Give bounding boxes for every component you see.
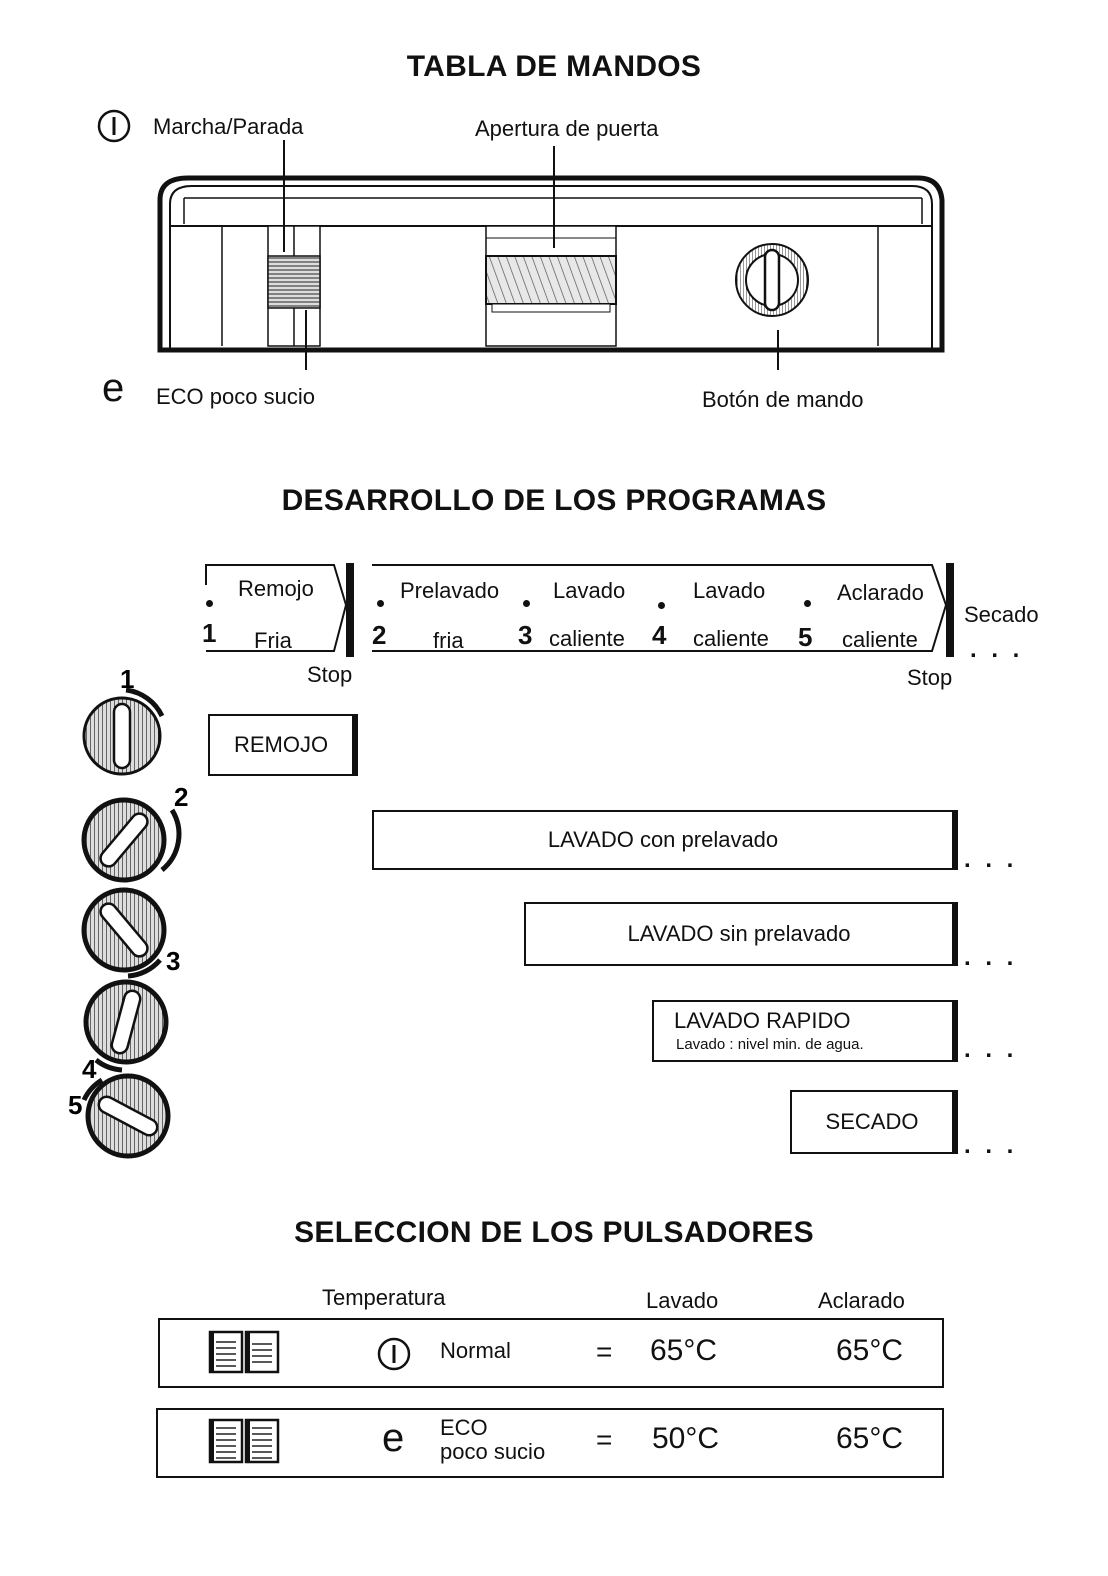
- stop-label-1: Stop: [307, 662, 353, 687]
- eco-symbol: e: [102, 366, 125, 410]
- step-top-5: Aclarado: [837, 580, 924, 605]
- step-dot-5: [804, 600, 811, 607]
- program-box-secado: SECADO: [790, 1090, 958, 1154]
- knob-5-icon: 5: [68, 1073, 171, 1159]
- table-row: [156, 1408, 944, 1478]
- mode-eco: ECO: [440, 1415, 488, 1440]
- stop-label-2: Stop: [907, 665, 953, 690]
- table-row: [158, 1318, 944, 1388]
- header-wash: Lavado: [646, 1288, 719, 1313]
- wash-temp-2: 50°C: [652, 1422, 720, 1455]
- drying-ellipsis: . . .: [970, 636, 1024, 663]
- eco-symbol-table: e: [382, 1416, 405, 1460]
- step-top-3: Lavado: [553, 578, 626, 603]
- svg-text:1: 1: [120, 664, 134, 694]
- program-rapido-sub: Lavado : nivel min. de agua.: [676, 1036, 864, 1053]
- knob-label: Botón de mando: [702, 387, 864, 412]
- step-dot-3: [523, 600, 530, 607]
- step-dot-4: [658, 602, 665, 609]
- step-bottom-1: Fria: [254, 628, 292, 653]
- step-top-1: Remojo: [238, 576, 314, 601]
- step-dot-1: [206, 600, 213, 607]
- step-bottom-5: caliente: [842, 627, 918, 652]
- knob-2-icon: 2: [81, 782, 188, 883]
- wash-temp-1: 65°C: [650, 1334, 718, 1367]
- ellipsis-3: . . .: [964, 944, 1018, 971]
- power-icon: [97, 109, 131, 143]
- buttons-title: SELECCION DE LOS PULSADORES: [294, 1216, 814, 1249]
- mode-eco-sub: poco sucio: [440, 1439, 546, 1464]
- program-knobs: 1 2 3 4 5: [68, 664, 188, 1159]
- program-box-remojo: REMOJO: [208, 714, 358, 776]
- step-bottom-4: caliente: [693, 626, 769, 651]
- program-box-lavado-prelavado: LAVADO con prelavado: [372, 810, 958, 870]
- step-top-4: Lavado: [693, 578, 766, 603]
- svg-text:4: 4: [82, 1054, 97, 1084]
- step-num-5: 5: [798, 622, 813, 652]
- rinse-temp-1: 65°C: [836, 1334, 904, 1367]
- drying-label: Secado: [964, 602, 1039, 627]
- power-icon: [377, 1337, 411, 1371]
- ellipsis-4: . . .: [964, 1036, 1018, 1063]
- controls-title: TABLA DE MANDOS: [406, 50, 702, 83]
- svg-text:5: 5: [68, 1090, 82, 1120]
- equals-2: =: [596, 1424, 613, 1455]
- step-num-4: 4: [652, 620, 667, 650]
- step-num-3: 3: [518, 620, 533, 650]
- header-temperature: Temperatura: [322, 1285, 446, 1310]
- on-off-label: Marcha/Parada: [153, 114, 304, 139]
- svg-text:3: 3: [166, 946, 180, 976]
- step-num-2: 2: [372, 620, 387, 650]
- eco-label: ECO poco sucio: [156, 384, 315, 409]
- knob-4-icon: 4: [82, 979, 169, 1084]
- program-rapido-label: LAVADO RAPIDO: [674, 1008, 851, 1033]
- step-top-2: Prelavado: [400, 578, 500, 603]
- program-steps-frame: [205, 563, 954, 657]
- program-box-lavado-sin-prelavado: LAVADO sin prelavado: [524, 902, 958, 966]
- ellipsis-5: . . .: [964, 1132, 1018, 1159]
- buttons-both-up-icon: [208, 1330, 280, 1374]
- door-label: Apertura de puerta: [475, 116, 659, 141]
- step-num-1: 1: [202, 618, 217, 648]
- step-dot-2: [377, 600, 384, 607]
- ellipsis-2: . . .: [964, 846, 1018, 873]
- svg-text:2: 2: [174, 782, 188, 812]
- program-box-lavado-rapido: LAVADO RAPIDO Lavado : nivel min. de agu…: [652, 1000, 958, 1062]
- step-bottom-2: fria: [433, 628, 464, 653]
- step-bottom-3: caliente: [549, 626, 625, 651]
- knob-1-icon: 1: [82, 664, 165, 776]
- header-rinse: Aclarado: [818, 1288, 905, 1313]
- equals-1: =: [596, 1336, 613, 1367]
- programs-title: DESARROLLO DE LOS PROGRAMAS: [281, 484, 827, 517]
- rinse-temp-2: 65°C: [836, 1422, 904, 1455]
- buttons-eco-icon: [208, 1418, 280, 1464]
- mode-normal: Normal: [440, 1338, 511, 1363]
- control-panel-drawing: [157, 140, 945, 370]
- knob-3-icon: 3: [81, 887, 180, 979]
